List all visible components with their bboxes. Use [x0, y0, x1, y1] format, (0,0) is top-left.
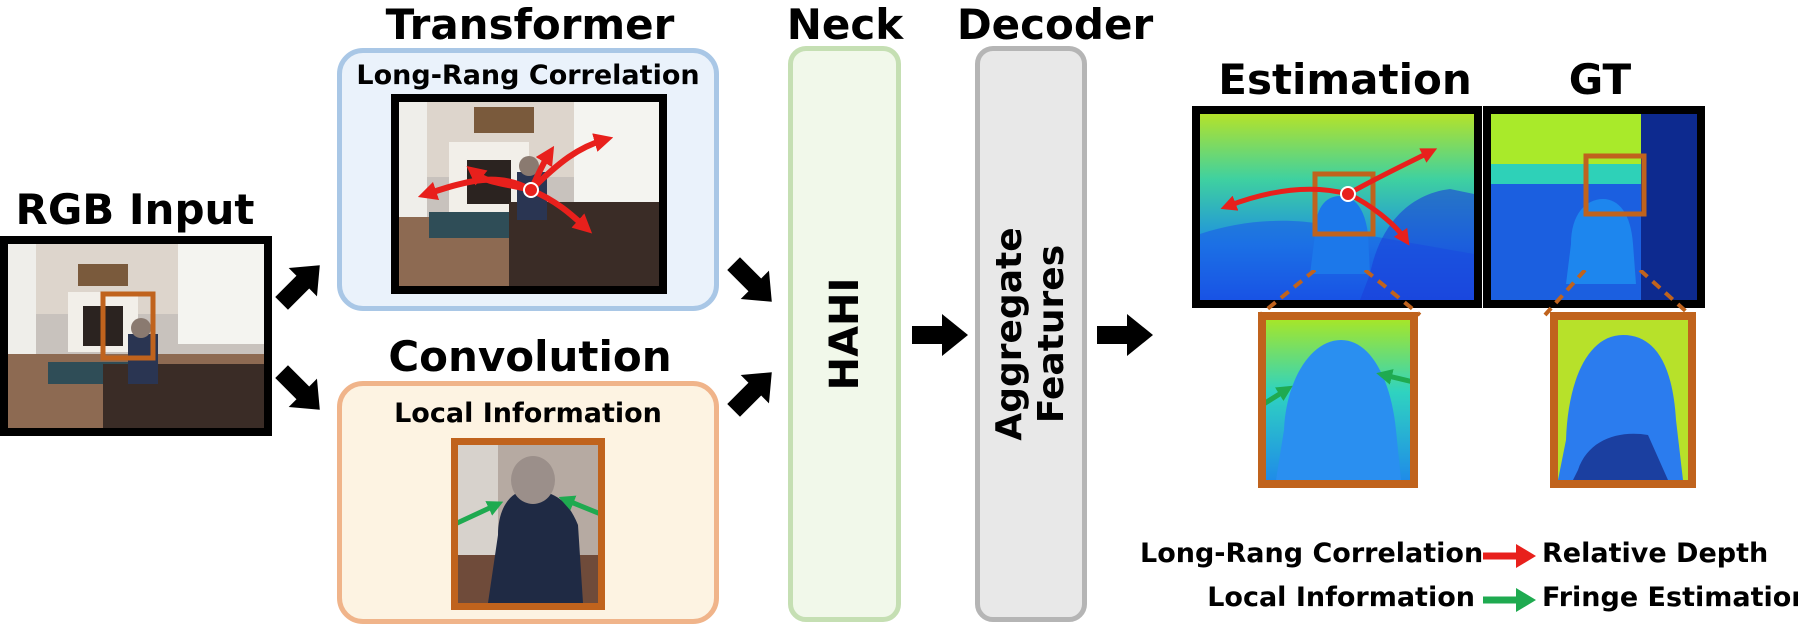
estimation-depth-image: [1192, 106, 1482, 308]
rgb-input-image: [0, 236, 272, 436]
arrow-to-convolution-icon: [275, 365, 320, 410]
convolution-title: Convolution: [388, 332, 672, 381]
legend-green-arrow-icon: [1483, 588, 1536, 612]
neck-title: Neck: [786, 0, 904, 49]
decoder-block: Aggregate Features: [975, 46, 1087, 622]
legend-left-1: Long-Rang Correlation: [1140, 538, 1484, 569]
features-line: Features: [1031, 244, 1072, 424]
gt-depth-image: [1483, 106, 1705, 308]
neck-block: HAHI: [788, 46, 901, 622]
arrow-transformer-to-neck-icon: [727, 257, 772, 302]
legend-right-2: Fringe Estimation: [1542, 582, 1798, 613]
gt-title: GT: [1568, 55, 1632, 104]
arrow-to-transformer-icon: [275, 265, 320, 310]
aggregate-line: Aggregate: [989, 227, 1030, 441]
arrow-neck-to-decoder-icon: [912, 314, 968, 356]
hahi-label: HAHI: [821, 277, 868, 391]
estimation-crop-image: [1258, 312, 1418, 488]
convolution-crop-image: [451, 438, 605, 610]
legend-red-arrow-icon: [1483, 544, 1536, 568]
rgb-input-title: RGB Input: [15, 185, 255, 234]
gt-crop-image: [1550, 312, 1696, 488]
estimation-title: Estimation: [1218, 55, 1472, 104]
gt-zoom-connector: [1543, 270, 1692, 317]
transformer-subtitle: Long-Rang Correlation: [356, 60, 700, 91]
arrow-decoder-to-output-icon: [1097, 314, 1153, 356]
decoder-title: Decoder: [956, 0, 1154, 49]
transformer-title: Transformer: [385, 0, 675, 49]
estimation-zoom-connector: [1258, 270, 1422, 317]
convolution-subtitle: Local Information: [394, 398, 662, 429]
transformer-image: [391, 94, 667, 294]
arrow-convolution-to-neck-icon: [727, 372, 772, 417]
legend-left-2: Local Information: [1207, 582, 1475, 613]
aggregate-features-label: Aggregate Features: [989, 227, 1073, 440]
legend-right-1: Relative Depth: [1542, 538, 1769, 569]
